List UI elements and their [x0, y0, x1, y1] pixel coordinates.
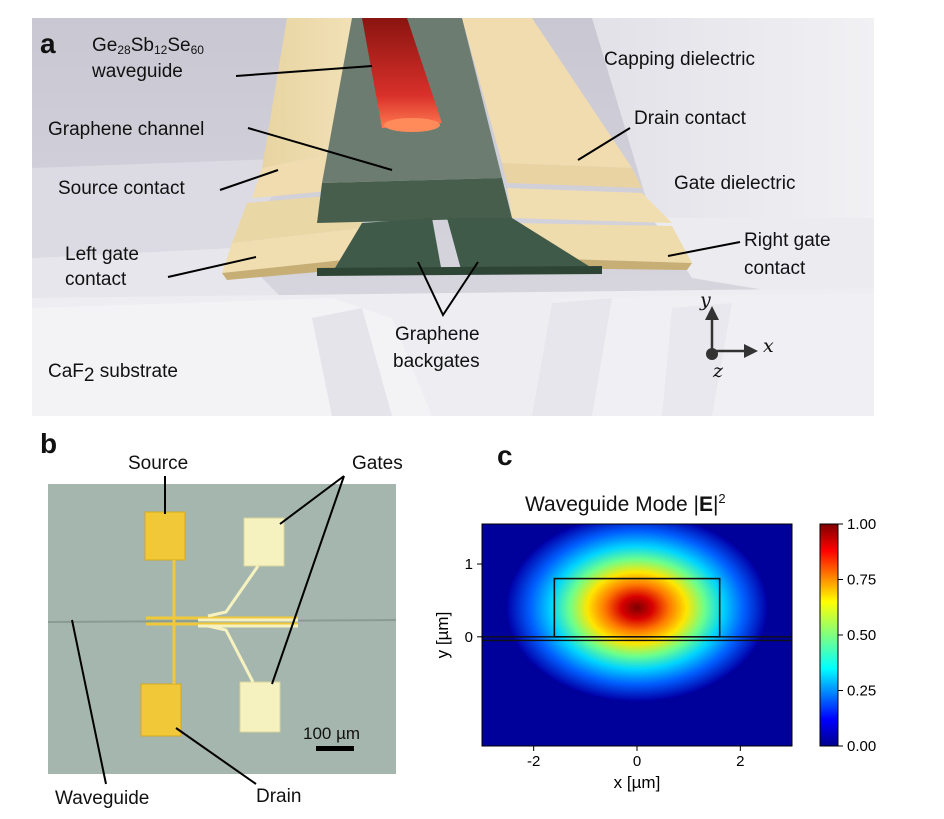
source-contact-label: Source contact [58, 178, 185, 199]
panel-c-letter: c [497, 440, 513, 471]
panel-a-annotations [167, 65, 758, 360]
colorbar-tick-label: 0.25 [847, 683, 876, 700]
drain-label: Drain [256, 786, 302, 807]
substrate-label: CaF2 substrate [48, 361, 178, 386]
x-tick-label: -2 [527, 753, 540, 770]
scalebar-label: 100 µm [303, 724, 361, 743]
backgates-label-2: backgates [393, 351, 480, 372]
axis-y-label: y [700, 289, 711, 311]
x-axis-label: x [µm] [614, 773, 661, 792]
plot-area [482, 524, 792, 746]
chart-title: Waveguide Mode |E|2 [525, 491, 726, 516]
left-gate-label-1: Left gate [65, 244, 139, 265]
y-tick-label: 1 [465, 556, 473, 573]
x-tick-label: 0 [633, 753, 641, 770]
axes: -2 0 2 0 1 x [µm] y [µm] [433, 523, 793, 792]
mode-heatmap-chart: -2 0 2 0 1 x [µm] y [µm] 0.00 0.25 0.50 0.75 1.00 [433, 516, 876, 792]
panel-a [32, 18, 874, 416]
mode-peak [506, 524, 768, 701]
colorbar-tick-label: 0.75 [847, 572, 876, 589]
panel-a-letter: a [40, 28, 56, 59]
graphene-channel-label: Graphene channel [48, 119, 205, 140]
gates-label: Gates [352, 453, 403, 474]
axis-z-label: z [713, 360, 724, 382]
capping-dielectric-label: Capping dielectric [604, 49, 756, 70]
left-gate-label-2: contact [65, 269, 127, 290]
waveguide-material-label: Ge28Sb12Se60 [92, 35, 204, 57]
axis-triad-icon [705, 306, 758, 360]
waveguide-label: waveguide [92, 61, 183, 82]
colorbar-tick-label: 0.00 [847, 738, 876, 755]
device-3d-render [32, 18, 874, 416]
colorbar: 0.00 0.25 0.50 0.75 1.00 [819, 516, 876, 755]
right-gate-label-1: Right gate [744, 230, 831, 251]
panel-b-letter: b [40, 428, 58, 459]
colorbar-tick-label: 0.50 [847, 627, 876, 644]
right-gate-label-2: contact [744, 258, 806, 279]
backgates-label-1: Graphene [395, 324, 480, 345]
drain-contact-label: Drain contact [634, 108, 746, 129]
gate-dielectric-label: Gate dielectric [674, 173, 796, 194]
x-tick-label: 2 [736, 753, 744, 770]
panel-b-annotations [71, 475, 345, 785]
colorbar-gradient [819, 523, 839, 747]
colorbar-tick-label: 1.00 [847, 516, 876, 533]
waveguide-b-label: Waveguide [55, 788, 150, 809]
y-tick-label: 0 [465, 629, 473, 646]
y-axis-label: y [µm] [433, 612, 452, 659]
source-label: Source [128, 453, 189, 474]
axis-x-label: x [763, 335, 774, 357]
micrograph [48, 484, 396, 774]
